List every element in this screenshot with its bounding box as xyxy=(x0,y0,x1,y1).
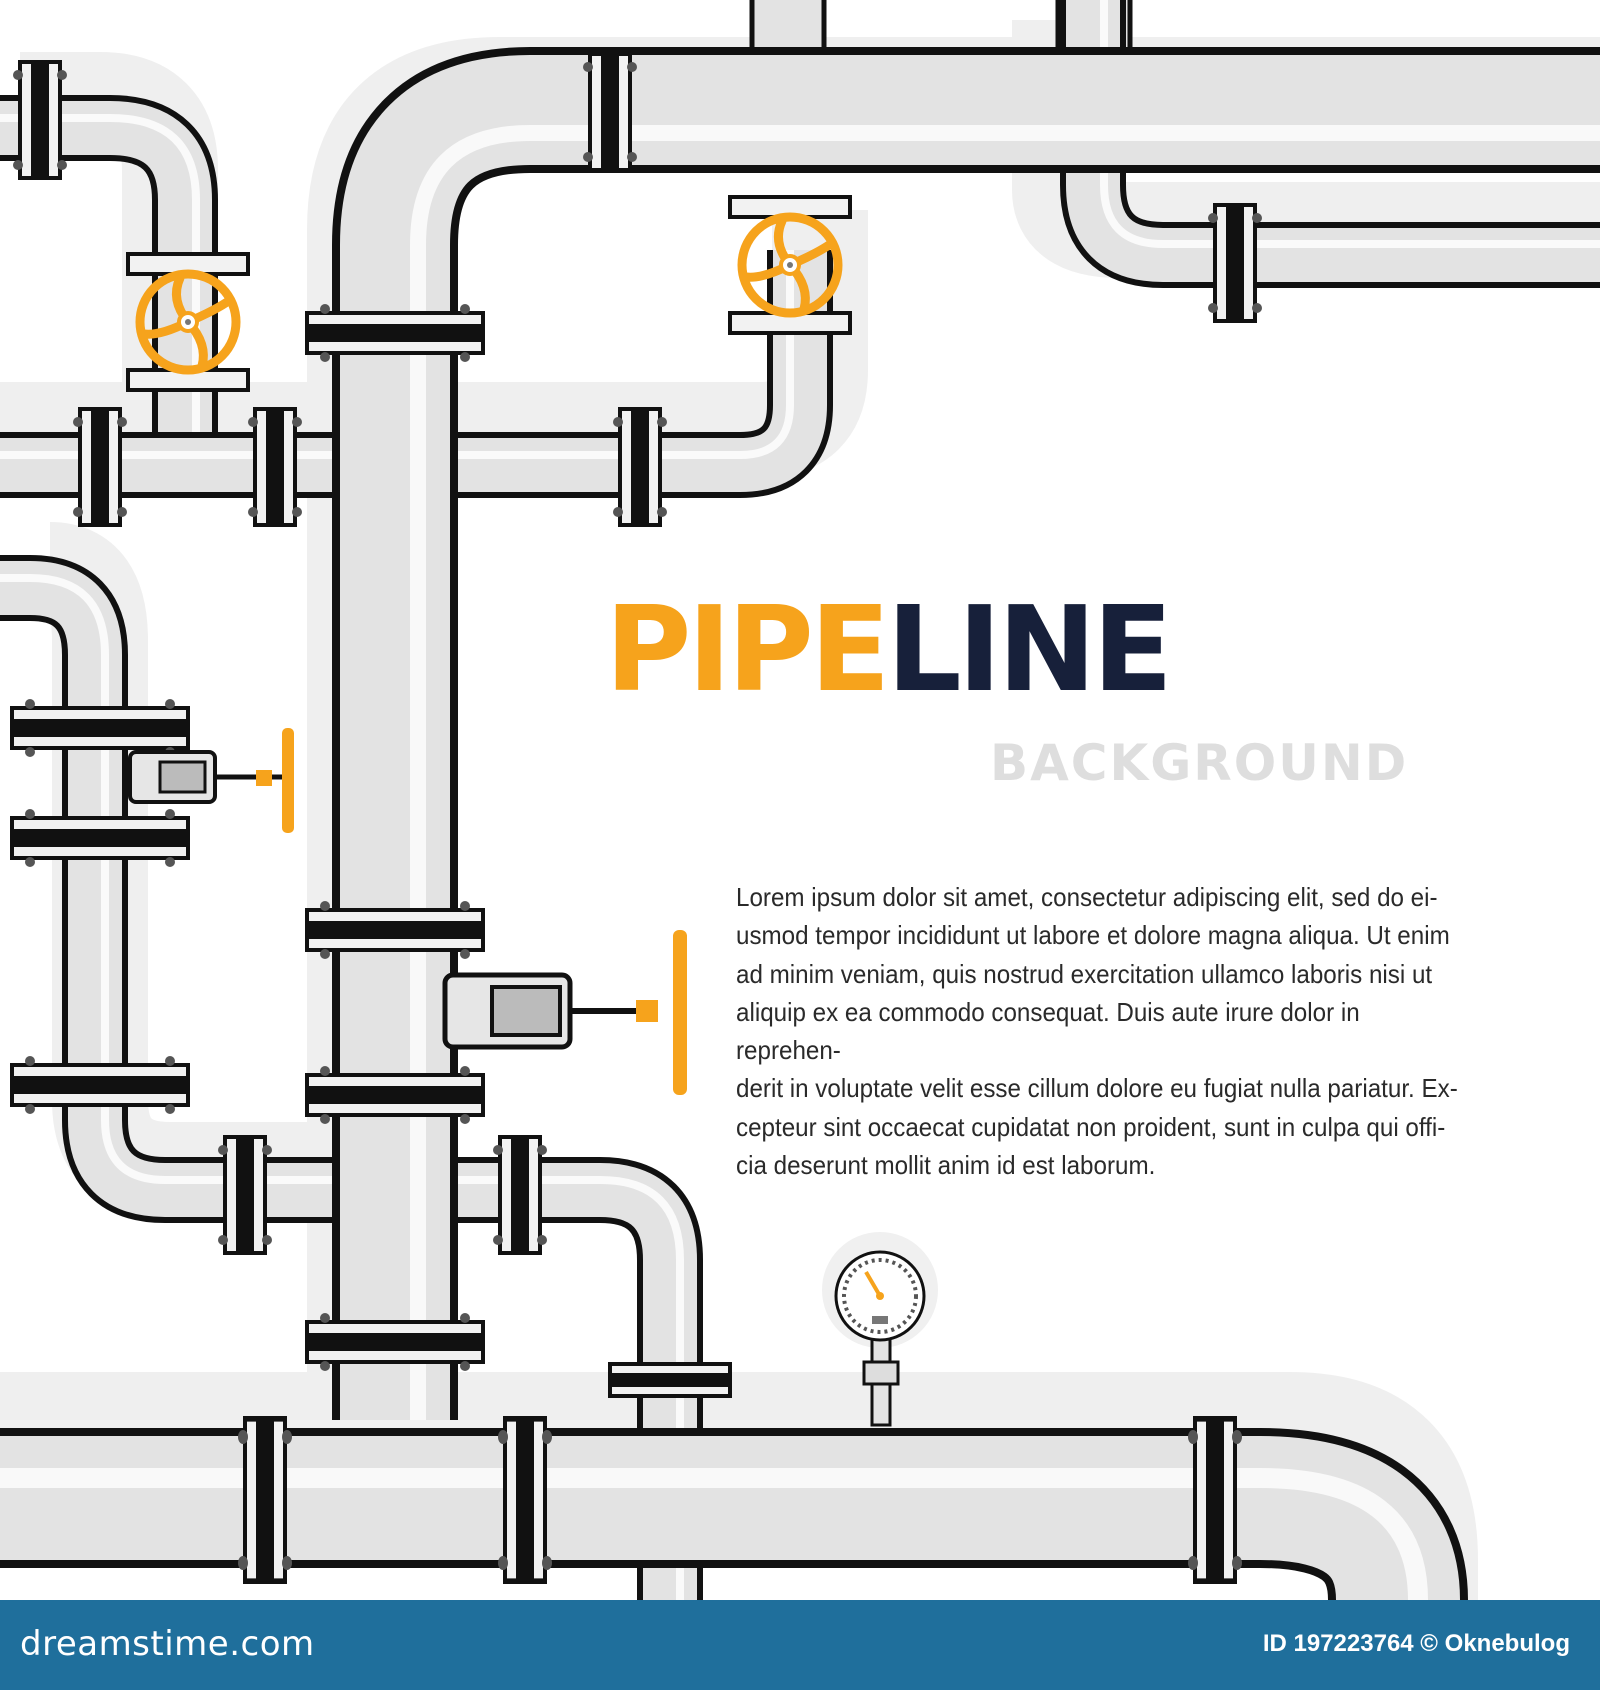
body-line: aliquip ex ea commodo consequat. Duis au… xyxy=(736,996,1360,1066)
body-paragraph: Lorem ipsum dolor sit amet, consectetur … xyxy=(736,878,1471,1184)
pipeline-illustration xyxy=(0,0,1600,1600)
pipe-upper-left-loop xyxy=(0,60,218,455)
body-line: ad minim veniam, quis nostrud exercitati… xyxy=(736,958,1433,989)
pipe-main-vertical xyxy=(332,47,1600,1420)
gate-valve-icon xyxy=(128,728,294,833)
pipe-upper-right-branch xyxy=(1060,0,1600,323)
pipe-mid-left-horizontal xyxy=(0,250,833,527)
body-line: derit in voluptate velit esse cillum dol… xyxy=(736,1073,1458,1104)
title-part-line: LINE xyxy=(886,580,1172,718)
body-line: cia deserunt mollit anim id est laborum. xyxy=(736,1150,1156,1181)
body-line: cepteur sint occaecat cupidatat non proi… xyxy=(736,1111,1446,1142)
pipe-lower-right-loop xyxy=(400,1135,732,1600)
handwheel-valve-icon xyxy=(728,195,852,335)
page-title: PIPELINE xyxy=(605,590,1173,708)
pressure-gauge-icon xyxy=(822,1232,938,1427)
page-subtitle: BACKGROUND xyxy=(990,734,1409,792)
body-line: usmod tempor incididunt ut labore et dol… xyxy=(736,920,1450,951)
pipe-bottom-main xyxy=(0,1428,1468,1600)
footer-image-id: ID 197223764 © Oknebulog xyxy=(1262,1630,1570,1657)
body-line: Lorem ipsum dolor sit amet, consectetur … xyxy=(736,882,1438,912)
title-part-pipe: PIPE xyxy=(605,580,890,718)
footer-logo[interactable]: dreamstime.com xyxy=(20,1624,315,1664)
pipe-left-loop xyxy=(0,555,360,1255)
handwheel-valve-icon xyxy=(126,252,250,392)
footer-bar: dreamstime.com ID 197223764 © Oknebulog xyxy=(0,1600,1600,1690)
gate-valve-icon xyxy=(442,930,687,1095)
